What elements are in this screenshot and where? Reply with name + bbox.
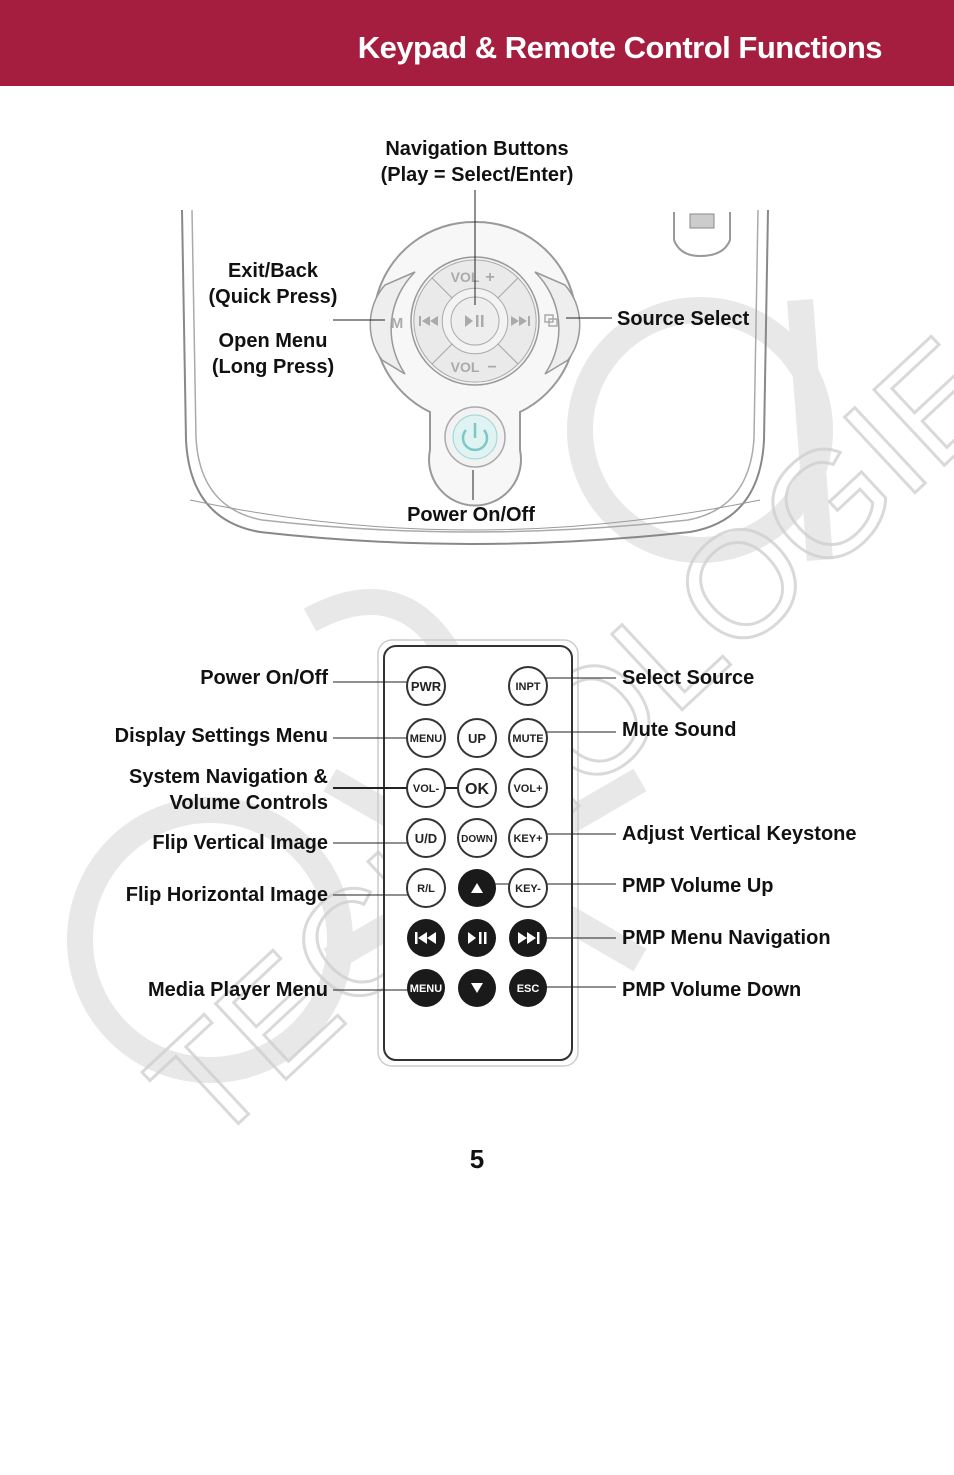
keypad-power-label: Power On/Off — [407, 504, 535, 526]
open-menu-label: Open Menu (Long Press) — [193, 328, 353, 380]
vol-minus-button: VOL- — [406, 768, 446, 808]
pmp-menu-button: MENU — [407, 969, 445, 1007]
header-bar: Keypad & Remote Control Functions — [0, 0, 954, 86]
svg-text:−: − — [487, 359, 496, 376]
mute-button: MUTE — [508, 718, 548, 758]
menu-exit-key — [369, 271, 416, 375]
menu-button: MENU — [406, 718, 446, 758]
system-nav-line1: System Navigation & — [129, 766, 328, 788]
pmp-menu-nav-label: PMP Menu Navigation — [622, 927, 831, 949]
menu-key-label: M — [391, 315, 404, 332]
ok-button: OK — [457, 768, 497, 808]
remote-power-label: Power On/Off — [200, 667, 328, 689]
svg-text:VOL+: VOL+ — [513, 783, 542, 795]
nav-buttons-label: Navigation Buttons (Play = Select/Enter) — [357, 136, 597, 188]
nav-buttons-line1: Navigation Buttons — [385, 138, 569, 160]
pmp-volume-down-label: PMP Volume Down — [622, 979, 802, 1001]
key-minus-button: KEY- — [508, 868, 548, 908]
down-button: DOWN — [457, 818, 497, 858]
svg-text:+: + — [485, 269, 494, 286]
mute-sound-label: Mute Sound — [622, 719, 737, 741]
up-button: UP — [457, 718, 497, 758]
pmp-up-button — [458, 869, 496, 907]
next-track-icon — [518, 932, 540, 944]
select-source-label: Select Source — [622, 667, 755, 689]
exit-back-line1: Exit/Back — [227, 260, 319, 282]
prev-track-icon — [415, 932, 436, 944]
power-icon — [461, 423, 489, 452]
rl-button: R/L — [406, 868, 446, 908]
pmp-next-button — [509, 919, 547, 957]
svg-text:MUTE: MUTE — [512, 733, 543, 745]
pmp-volume-up-label: PMP Volume Up — [622, 875, 774, 897]
open-menu-line2: (Long Press) — [211, 356, 335, 378]
page-number: 5 — [469, 1144, 485, 1174]
flip-horizontal-label: Flip Horizontal Image — [125, 884, 328, 906]
svg-text:DOWN: DOWN — [461, 834, 493, 845]
svg-text:ESC: ESC — [517, 983, 540, 995]
page-title: Keypad & Remote Control Functions — [357, 30, 883, 65]
down-arrow-icon — [471, 983, 483, 993]
svg-text:INPT: INPT — [515, 681, 540, 693]
open-menu-line1: Open Menu — [218, 330, 328, 352]
svg-text:MENU: MENU — [410, 983, 442, 995]
pmp-down-button — [458, 969, 496, 1007]
keypad-diagram: VOL + VOL − M — [181, 190, 769, 545]
display-menu-label: Display Settings Menu — [114, 725, 328, 747]
flip-vertical-label: Flip Vertical Image — [152, 832, 328, 854]
vol-plus-button: VOL+ — [508, 768, 548, 808]
svg-text:KEY+: KEY+ — [513, 833, 542, 845]
system-nav-label: System Navigation & Volume Controls — [60, 764, 328, 816]
svg-text:MENU: MENU — [410, 733, 442, 745]
svg-text:PWR: PWR — [411, 679, 442, 694]
key-plus-button: KEY+ — [508, 818, 548, 858]
svg-text:VOL-: VOL- — [413, 783, 440, 795]
esc-button: ESC — [509, 969, 547, 1007]
pmp-prev-button — [407, 919, 445, 957]
next-icon — [511, 316, 530, 326]
vol-up-label: VOL — [451, 269, 480, 285]
source-key — [534, 271, 581, 375]
keystone-label: Adjust Vertical Keystone — [622, 823, 857, 845]
pmp-play-button — [458, 919, 496, 957]
nav-buttons-line2: (Play = Select/Enter) — [380, 164, 574, 186]
svg-text:KEY-: KEY- — [515, 883, 541, 895]
svg-text:U/D: U/D — [415, 831, 437, 846]
vol-down-label: VOL — [451, 359, 480, 375]
source-icon — [544, 314, 558, 327]
system-nav-line2: Volume Controls — [169, 792, 328, 814]
remote-diagram: PWR INPT MENU UP MUTE VOL- OK VOL+ U/D D… — [333, 639, 616, 1067]
exit-back-line2: (Quick Press) — [208, 286, 338, 308]
svg-text:R/L: R/L — [417, 883, 435, 895]
up-arrow-icon — [471, 883, 483, 893]
ud-button: U/D — [406, 818, 446, 858]
play-pause-icon — [468, 932, 487, 944]
svg-text:OK: OK — [465, 781, 489, 798]
source-select-label: Source Select — [617, 308, 750, 330]
play-pause-icon — [465, 315, 484, 327]
prev-icon — [419, 316, 438, 326]
svg-text:UP: UP — [468, 731, 486, 746]
media-player-menu-label: Media Player Menu — [147, 979, 328, 1001]
exit-back-label: Exit/Back (Quick Press) — [193, 258, 353, 310]
inpt-button: INPT — [508, 666, 548, 706]
pwr-button: PWR — [406, 666, 446, 706]
